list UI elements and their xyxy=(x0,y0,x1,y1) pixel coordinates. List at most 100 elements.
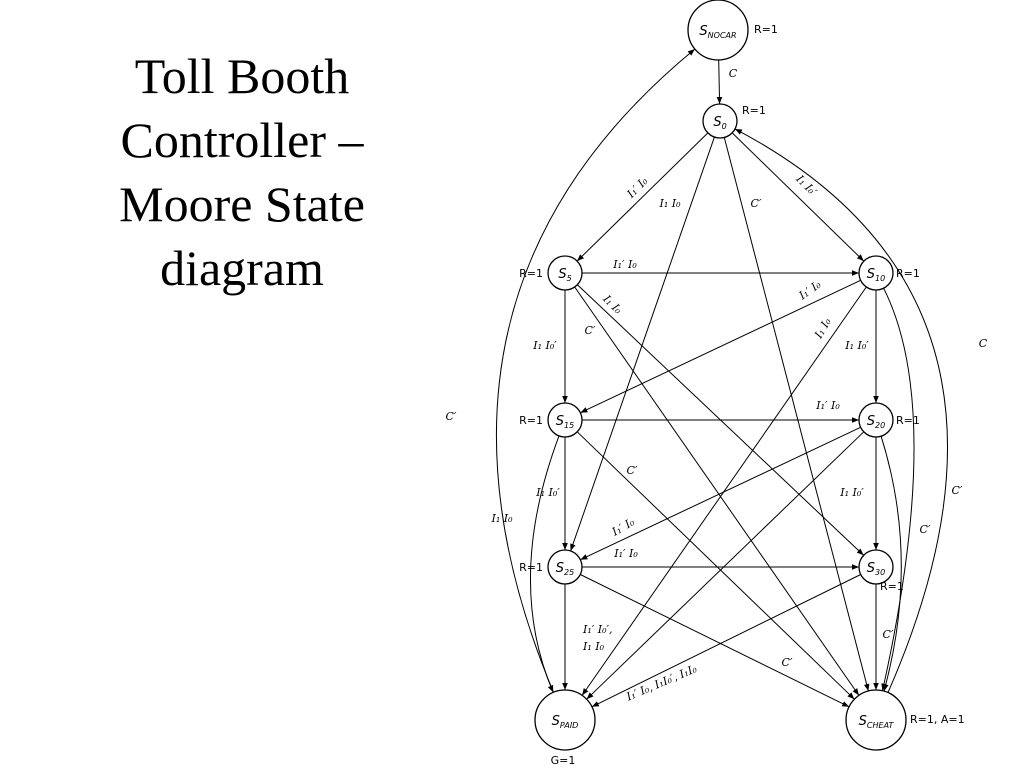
transition-s20-to-s30: I₁ I₀′ xyxy=(839,437,879,550)
state-output: R=1 xyxy=(896,267,920,280)
transition-s15-to-paid: I₁ I₀ xyxy=(490,435,560,693)
state-circle xyxy=(858,549,894,585)
transition-label: I₁ I₀ xyxy=(490,512,513,525)
transition-arrow xyxy=(580,426,861,561)
transition-label: C′ xyxy=(883,628,894,641)
transition-label: I₁′ I₀ xyxy=(612,258,637,271)
transition-label: I₁ I₀ xyxy=(658,197,681,210)
transition-arrow xyxy=(570,136,715,552)
transition-label: I₁ I₀ xyxy=(600,292,625,317)
transition-label: I₁′ I₀′, xyxy=(582,623,613,636)
state-output: G=1 xyxy=(551,754,576,767)
state-name: S5 xyxy=(558,267,571,283)
transition-s10-to-cheat: C′ xyxy=(881,287,963,691)
transition-label: C′ xyxy=(782,656,793,669)
transition-s5-to-cheat: C′ xyxy=(574,286,860,696)
state-name: S15 xyxy=(556,414,574,430)
state-name: S25 xyxy=(556,561,574,577)
transition-label: I₁′ I₀ xyxy=(815,399,840,412)
state-s10: S10 R=1 xyxy=(858,255,920,291)
state-output: R=1 xyxy=(896,414,920,427)
transition-label: I₁ I₀′ xyxy=(532,339,557,352)
transition-label: C xyxy=(729,67,738,80)
transition-s5-to-s10: I₁′ I₀ xyxy=(582,258,859,276)
state-name: SNOCAR xyxy=(699,24,736,40)
state-name: S20 xyxy=(867,414,885,430)
transition-s15-to-cheat: C′ xyxy=(576,431,855,700)
transition-s25-to-cheat: C′ xyxy=(580,574,850,708)
transition-arrow xyxy=(495,48,696,693)
transition-label: I₁′ I₀ xyxy=(613,547,638,560)
transitions-layer: C I₁′ I₀ I₁ I₀ C′ I₁ I₀′ I₁′ I₀ I₁ I₀ C′ I₁ I₀′ I… xyxy=(446,48,988,708)
transition-s20-to-s25: I₁′ I₀ xyxy=(580,426,861,561)
transition-arrow xyxy=(731,132,865,262)
transition-s25-to-s30: I₁′ I₀ xyxy=(582,547,859,570)
transition-s20-to-cheat: C′ xyxy=(880,436,931,692)
transition-label: I₁ I₀′ xyxy=(844,339,869,352)
transition-arrow xyxy=(881,287,915,691)
state-output: R=1 xyxy=(519,267,543,280)
transition-s10-to-s15: I₁′ I₀ xyxy=(580,278,861,414)
state-output: R=1 xyxy=(742,104,766,117)
transition-paid-to-nocar: C′ xyxy=(446,48,696,693)
transition-s25-to-paid: I₁′ I₀′, I₁ I₀ xyxy=(562,584,613,690)
transition-arrow xyxy=(880,436,902,692)
title-line-3: Moore State xyxy=(119,176,365,232)
transition-arrow xyxy=(576,132,709,262)
transition-s20-to-paid xyxy=(586,431,865,700)
transition-label: C′ xyxy=(751,197,762,210)
transition-s0-to-s25: I₁ I₀ xyxy=(570,136,715,552)
transition-arrow xyxy=(586,431,865,700)
title-line-2: Controller – xyxy=(120,112,364,168)
transition-arrow xyxy=(716,59,723,105)
transition-label: C′ xyxy=(627,464,638,477)
state-s5: S5 R=1 xyxy=(519,255,583,291)
transition-label: I₁ I₀′ xyxy=(535,486,560,499)
state-output: R=1 xyxy=(880,580,904,593)
state-name: SPAID xyxy=(552,714,579,730)
transition-label: I₁ I₀ xyxy=(582,640,605,653)
transition-s0-to-cheat: C′ xyxy=(723,137,870,692)
state-circle xyxy=(534,689,596,751)
state-paid: SPAID G=1 xyxy=(534,689,596,767)
transition-arrow xyxy=(591,574,861,708)
state-output: R=1 xyxy=(519,414,543,427)
state-circle xyxy=(702,103,738,139)
transition-label: C′ xyxy=(446,410,457,423)
state-output: R=1 xyxy=(754,23,778,36)
transition-s15-to-s20: I₁′ I₀ xyxy=(582,399,859,423)
title-line-4: diagram xyxy=(160,240,324,296)
state-output: R=1, A=1 xyxy=(910,713,965,726)
state-s15: S15 R=1 xyxy=(519,402,583,438)
transition-label: I₁ I₀′ xyxy=(793,172,820,199)
transition-label: I₁′ I₀ xyxy=(796,278,824,303)
transition-s5-to-s15: I₁ I₀′ xyxy=(532,290,568,403)
transition-arrow xyxy=(576,431,855,700)
state-name: S0 xyxy=(713,115,726,131)
state-circle xyxy=(547,549,583,585)
state-circle xyxy=(858,402,894,438)
state-s0: S0 R=1 xyxy=(702,103,766,139)
transition-label: C′ xyxy=(585,324,596,337)
state-name: S10 xyxy=(867,267,885,283)
state-circle xyxy=(845,689,907,751)
transition-label: I₁′ I₀, I₁I₀′, I₁I₀ xyxy=(624,662,700,704)
transition-s30-to-cheat: C′ xyxy=(873,584,894,690)
transition-label: I₁′ I₀ xyxy=(624,174,651,201)
transition-arrow xyxy=(734,128,948,693)
transition-arrow xyxy=(529,435,560,693)
transition-arrow xyxy=(723,137,870,692)
state-name: S30 xyxy=(867,561,885,577)
transition-arrow xyxy=(580,574,850,708)
transition-arrow xyxy=(580,279,861,414)
state-circle xyxy=(687,0,749,61)
transition-s10-to-s20: I₁ I₀′ xyxy=(844,290,879,403)
slide-title: Toll Booth Controller – Moore State diag… xyxy=(60,44,424,300)
title-line-1: Toll Booth xyxy=(134,48,350,104)
state-name: SCHEAT xyxy=(859,714,895,730)
transition-label: C′ xyxy=(920,523,931,536)
